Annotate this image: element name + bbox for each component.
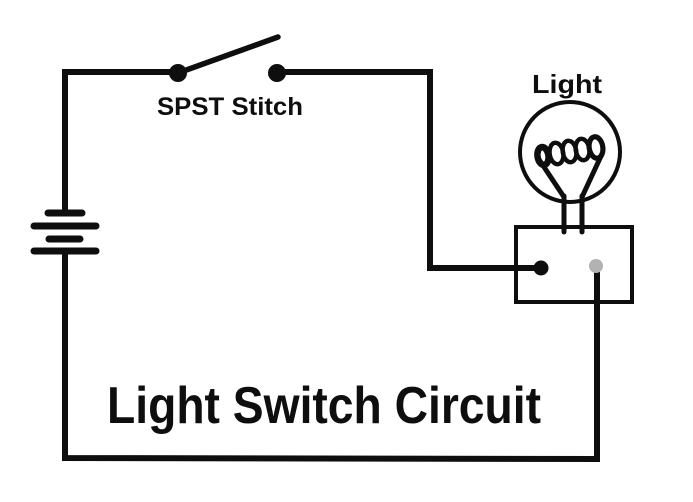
lamp-terminal-box	[514, 225, 634, 304]
filament-supports	[537, 151, 605, 235]
support-right	[579, 151, 605, 200]
switch-terminal-right	[268, 64, 286, 82]
spst-switch-symbol	[169, 34, 286, 82]
wire-battery-to-switch	[62, 69, 178, 212]
light-bulb-symbol	[518, 100, 622, 235]
support-left	[537, 158, 567, 200]
diagram-title: Light Switch Circuit	[107, 377, 541, 435]
battery-symbol	[30, 209, 100, 255]
light-label: Light	[532, 69, 602, 99]
switch-lever	[175, 34, 281, 76]
box-terminal-gray	[589, 259, 603, 273]
wire-group	[62, 69, 600, 463]
wire-switch-to-lamp	[277, 69, 537, 271]
switch-label: SPST Stitch	[157, 93, 303, 121]
box-terminal-black	[533, 260, 549, 276]
switch-terminal-left	[169, 64, 187, 82]
bulb-glass-circle	[518, 100, 622, 204]
wire-return	[62, 252, 600, 463]
